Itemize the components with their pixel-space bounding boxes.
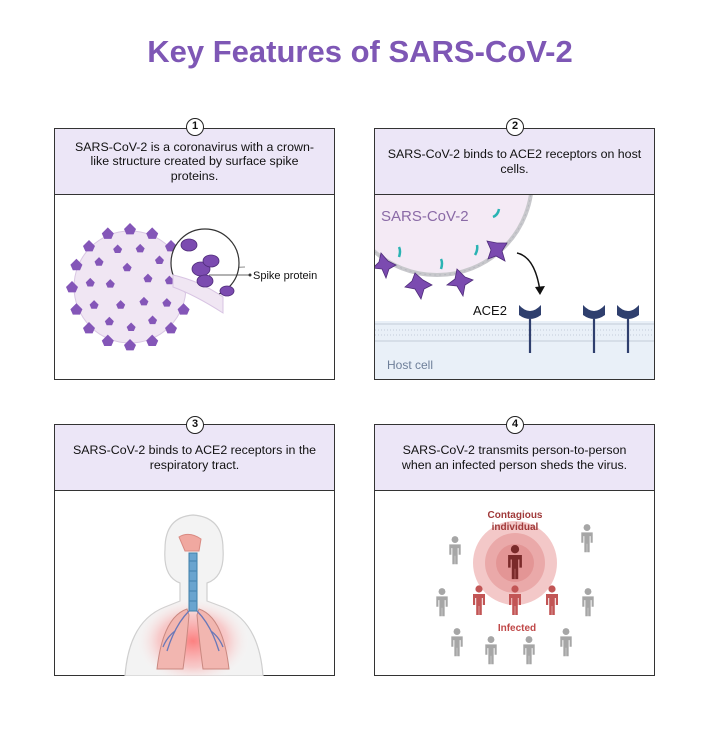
ace2-binding-illustration: SARS-CoV-2 ACE2 Host cell — [375, 195, 654, 379]
person-icon — [508, 545, 522, 580]
person-icon — [581, 524, 593, 553]
spike-icon — [101, 227, 114, 239]
spike-icon — [148, 315, 158, 325]
spike-icon — [66, 281, 78, 293]
contagious-label-1: Contagious — [488, 510, 543, 521]
panel-4-number: 4 — [506, 416, 524, 434]
panel-2: SARS-CoV-2 binds to ACE2 receptors on ho… — [374, 128, 655, 380]
respiratory-tract-illustration — [124, 514, 264, 676]
spike-icon — [89, 300, 99, 309]
spike-icon — [101, 334, 114, 346]
person-icon — [485, 636, 497, 665]
spike-icon — [116, 300, 126, 309]
person-icon — [523, 636, 535, 665]
spike-icon — [162, 298, 172, 307]
spike-icon — [70, 258, 83, 271]
spike-icon — [105, 279, 115, 288]
person-icon — [582, 588, 594, 617]
spike-icon — [177, 303, 190, 315]
ace2-label: ACE2 — [473, 303, 507, 318]
panel-4-caption: SARS-CoV-2 transmits person-to-person wh… — [375, 425, 654, 491]
spike-icon — [85, 277, 95, 287]
spike-icon — [82, 322, 95, 334]
person-icon — [449, 536, 461, 565]
spike-icon — [126, 322, 136, 332]
panel-1: SARS-CoV-2 is a coronavirus with a crown… — [54, 128, 335, 380]
person-icon — [473, 585, 485, 615]
infected-label: Infected — [498, 623, 536, 634]
person-icon — [546, 585, 558, 615]
spike-icon — [139, 296, 149, 306]
spike-icon — [165, 322, 178, 334]
panel-3-number: 3 — [186, 416, 204, 434]
spike-protein-label: Spike protein — [253, 270, 317, 282]
spike-icon — [135, 243, 145, 253]
person-icon — [436, 588, 448, 617]
spike-icon — [124, 223, 136, 235]
panel-1-number: 1 — [186, 118, 204, 136]
person-icon — [560, 628, 572, 657]
panel-2-number: 2 — [506, 118, 524, 136]
person-icon — [509, 585, 521, 615]
host-cell-label: Host cell — [387, 358, 433, 372]
spike-icon — [104, 316, 114, 326]
spike-icon — [164, 275, 174, 285]
person-icon — [451, 628, 463, 657]
virus-label: SARS-CoV-2 — [381, 208, 469, 225]
coronavirus-illustration: Spike protein — [66, 223, 317, 351]
panel-3: SARS-CoV-2 binds to ACE2 receptors in th… — [54, 424, 335, 676]
spike-icon — [82, 239, 95, 252]
panel-3-caption: SARS-CoV-2 binds to ACE2 receptors in th… — [55, 425, 334, 491]
spike-icon — [146, 227, 159, 239]
contagious-label-2: individual — [492, 522, 539, 533]
spike-icon — [70, 303, 83, 315]
transmission-illustration: Contagious individual Infected — [436, 510, 594, 665]
spike-icon — [146, 334, 159, 346]
spike-icon — [154, 255, 164, 265]
spike-icon — [94, 257, 104, 266]
spike-icon — [124, 339, 136, 351]
panel-1-caption: SARS-CoV-2 is a coronavirus with a crown… — [55, 129, 334, 195]
spike-icon — [143, 273, 153, 283]
panel-2-caption: SARS-CoV-2 binds to ACE2 receptors on ho… — [375, 129, 654, 195]
panel-4: SARS-CoV-2 transmits person-to-person wh… — [374, 424, 655, 676]
page-title: Key Features of SARS-CoV-2 — [147, 34, 573, 69]
spike-icon — [122, 262, 132, 272]
spike-icon — [113, 244, 123, 254]
